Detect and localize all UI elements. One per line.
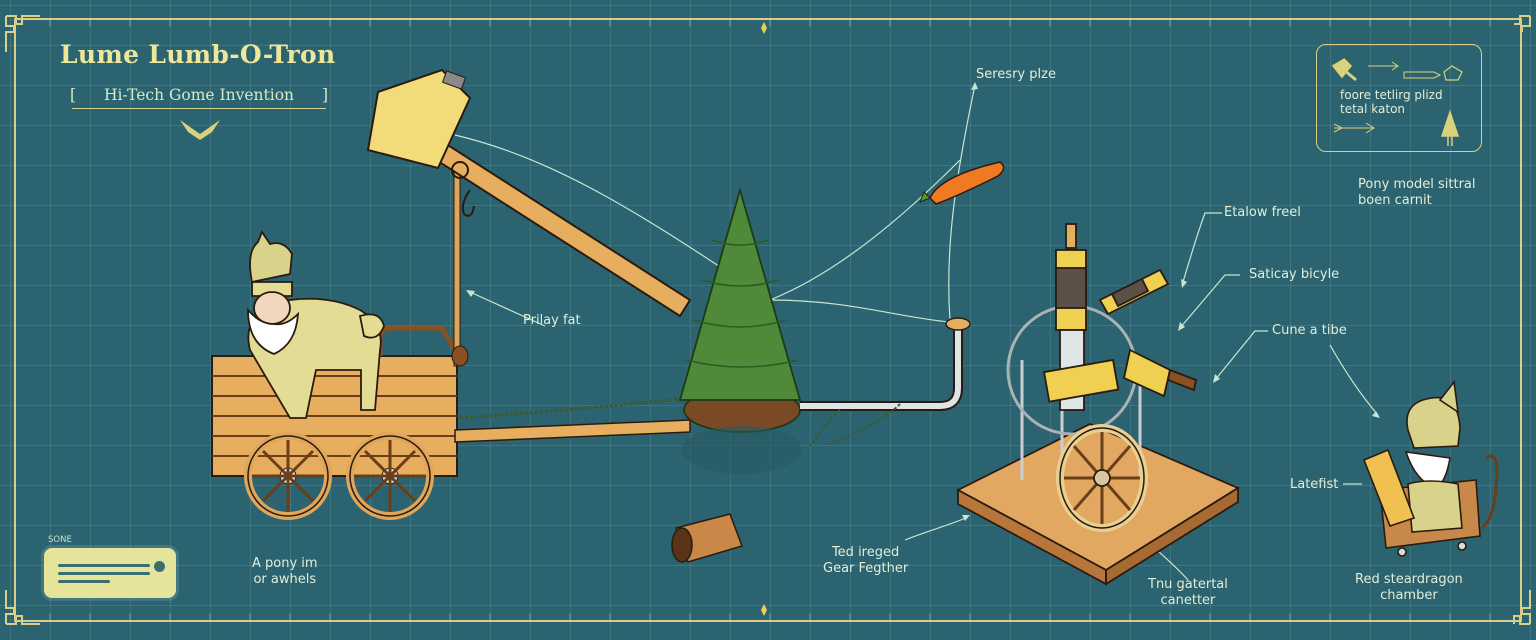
legend-box: [1316, 44, 1482, 152]
subtitle-bracket-right: ]: [321, 86, 328, 104]
generator-machine-illustration: [956, 223, 1240, 586]
note-line: [58, 572, 150, 575]
arrow-right-icon: [1368, 61, 1399, 71]
axe-icon: [1331, 58, 1357, 82]
flywheel-icon: [1056, 424, 1148, 532]
label-pony-wheels-line1: A pony im: [252, 556, 318, 571]
label-cune-tube: Cune a tibe: [1272, 323, 1347, 338]
label-red-gear-line1: Ted ireged: [831, 545, 900, 560]
label-pony-wheels: A pony im or awhels: [252, 556, 318, 588]
chevron-emblem-icon: [180, 120, 220, 140]
legend-text: foore tetlirg plizd tetal katon: [1340, 88, 1443, 116]
cart-illustration: [211, 325, 691, 520]
label-generator-line2: canetter: [1160, 593, 1216, 608]
star-marker-icon: [761, 604, 767, 616]
label-red-gear-line2: Gear Fegther: [823, 561, 909, 576]
label-pony-model-line1: Pony model sittral: [1358, 177, 1476, 192]
note-card: [44, 548, 176, 598]
tree-icon: [1440, 109, 1460, 146]
note-line: [58, 564, 150, 567]
label-pony-model: Pony model sittral boen carnit: [1358, 177, 1476, 209]
axe-catapult-illustration: [366, 68, 692, 367]
label-steamdragon-line2: chamber: [1380, 588, 1438, 603]
arrow-right-icon: [1333, 122, 1375, 134]
gnome-pony-illustration: [247, 230, 385, 419]
legend-text-line2: tetal katon: [1340, 102, 1406, 116]
label-etailow-free: Etalow freel: [1224, 205, 1301, 220]
legend-text-line1: foore tetlirg plizd: [1340, 88, 1443, 102]
blueprint-frame: [14, 18, 1522, 622]
page-subtitle: [ Hi-Tech Gome Invention ]: [70, 86, 328, 109]
stone-icon: [1443, 65, 1463, 81]
legend-icons: [1331, 58, 1463, 146]
pine-tree-illustration: [678, 186, 802, 474]
note-dot-icon: [154, 561, 165, 572]
label-generator: Tnu gatertal canetter: [1148, 577, 1228, 609]
note-tag: SONE: [48, 535, 72, 545]
label-pulley-flat: Prilay fat: [523, 313, 581, 328]
label-serenity-prize: Seresry plze: [976, 67, 1056, 82]
wagon-wheel-icon: [346, 432, 434, 520]
barrel-icon: [671, 513, 743, 563]
feather-icon: [1403, 71, 1442, 79]
label-generator-line1: Tnu gatertal: [1148, 577, 1228, 592]
gnome-in-box-illustration: [1362, 380, 1499, 557]
subtitle-text: Hi-Tech Gome Invention: [103, 86, 295, 104]
label-steamdragon-line1: Red steardragon: [1355, 572, 1463, 587]
subtitle-bracket-left: [: [70, 86, 77, 104]
star-marker-icon: [761, 22, 767, 34]
label-pony-wheels-line2: or awhels: [253, 572, 317, 587]
wagon-wheel-icon: [244, 432, 332, 520]
label-pony-model-line2: boen carnit: [1358, 193, 1432, 208]
label-steamdragon-chamber: Red steardragon chamber: [1355, 572, 1463, 604]
note-line: [58, 580, 110, 583]
corner-ornament-icon: [5, 15, 1531, 625]
pipe-illustration: [800, 317, 971, 447]
label-latefist: Latefist: [1290, 477, 1339, 492]
label-red-gear-feather: Ted ireged Gear Fegther: [823, 545, 908, 577]
carrot-icon: [919, 161, 1005, 205]
label-stationary-bicycle: Saticay bicyle: [1249, 267, 1340, 282]
page-title: Lume Lumb-O-Tron: [60, 40, 336, 69]
